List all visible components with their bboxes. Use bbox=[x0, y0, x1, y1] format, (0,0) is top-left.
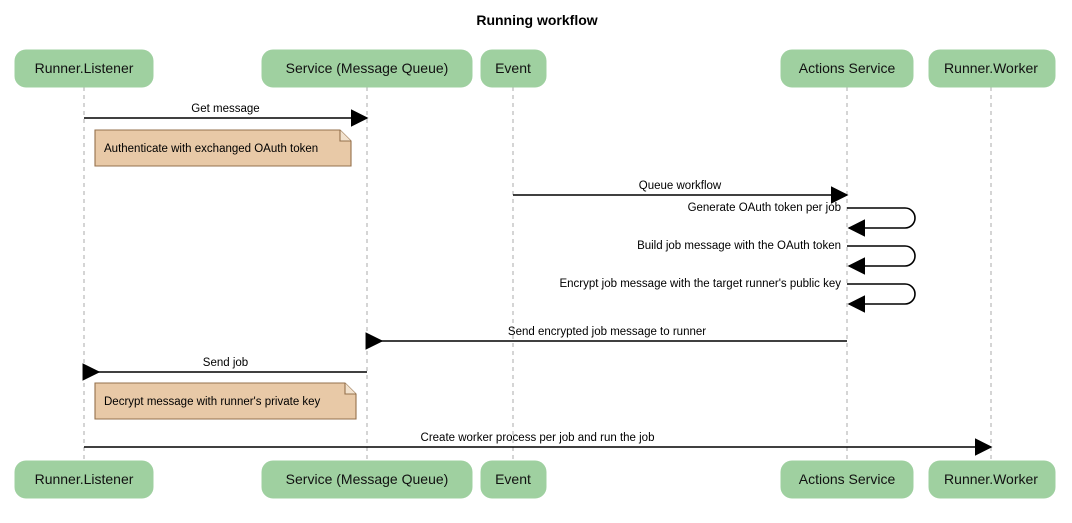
participant-label: Event bbox=[495, 471, 531, 487]
participant-label: Service (Message Queue) bbox=[286, 471, 449, 487]
participant-box[interactable] bbox=[14, 49, 154, 88]
message-send-job[interactable]: Send job bbox=[82, 357, 367, 381]
participant-label: Event bbox=[495, 60, 531, 76]
notes-group: Authenticate with exchanged OAuth tokenD… bbox=[94, 129, 357, 420]
message-label: Send encrypted job message to runner bbox=[508, 326, 706, 338]
participant-label: Actions Service bbox=[799, 60, 896, 76]
message-build-job-message[interactable]: Build job message with the OAuth token bbox=[637, 240, 916, 275]
participant-box[interactable] bbox=[261, 460, 473, 499]
participant-actions-service-bottom[interactable]: Actions Service bbox=[780, 460, 914, 499]
participant-label: Runner.Listener bbox=[35, 60, 134, 76]
participant-box[interactable] bbox=[928, 460, 1056, 499]
self-loop-path bbox=[847, 207, 916, 237]
participant-label: Actions Service bbox=[799, 471, 896, 487]
participant-label: Runner.Listener bbox=[35, 471, 134, 487]
note-label: Decrypt message with runner's private ke… bbox=[104, 396, 321, 408]
participant-box[interactable] bbox=[780, 49, 914, 88]
participant-box[interactable] bbox=[14, 460, 154, 499]
self-loop-path bbox=[847, 283, 916, 313]
message-label: Get message bbox=[191, 103, 259, 115]
participants-header-row: Runner.Listener Service (Message Queue) Ev… bbox=[14, 49, 1056, 88]
participant-label: Runner.Worker bbox=[944, 60, 1038, 76]
participant-runner-worker-bottom[interactable]: Runner.Worker bbox=[928, 460, 1056, 499]
note-body bbox=[94, 382, 357, 420]
participant-box[interactable] bbox=[261, 49, 473, 88]
participant-label: Runner.Worker bbox=[944, 471, 1038, 487]
note-body bbox=[94, 129, 352, 167]
participant-event-bottom[interactable]: Event bbox=[480, 460, 547, 499]
message-label: Queue workflow bbox=[639, 180, 722, 192]
note-label: Authenticate with exchanged OAuth token bbox=[104, 143, 318, 155]
participant-event-top[interactable]: Event bbox=[480, 49, 547, 88]
note-fold-corner bbox=[339, 130, 351, 142]
note-note-decrypt[interactable]: Decrypt message with runner's private ke… bbox=[94, 382, 357, 420]
note-fold-corner bbox=[344, 383, 356, 395]
participant-service-mq-top[interactable]: Service (Message Queue) bbox=[261, 49, 473, 88]
participant-box[interactable] bbox=[928, 49, 1056, 88]
participant-label: Service (Message Queue) bbox=[286, 60, 449, 76]
participant-runner-listener-top[interactable]: Runner.Listener bbox=[14, 49, 154, 88]
message-queue-workflow[interactable]: Queue workflow bbox=[513, 180, 849, 204]
participant-box[interactable] bbox=[480, 460, 547, 499]
message-send-encrypted-job[interactable]: Send encrypted job message to runner bbox=[365, 326, 847, 350]
page-title: Running workflow bbox=[476, 12, 597, 28]
message-label: Generate OAuth token per job bbox=[688, 202, 841, 214]
participant-box[interactable] bbox=[480, 49, 547, 88]
participant-service-mq-bottom[interactable]: Service (Message Queue) bbox=[261, 460, 473, 499]
participants-footer-row: Runner.Listener Service (Message Queue) Ev… bbox=[14, 460, 1056, 499]
participant-box[interactable] bbox=[780, 460, 914, 499]
message-create-worker-process[interactable]: Create worker process per job and run th… bbox=[84, 432, 993, 456]
message-label: Create worker process per job and run th… bbox=[421, 432, 655, 444]
message-label: Encrypt job message with the target runn… bbox=[559, 278, 841, 290]
message-get-message[interactable]: Get message bbox=[84, 103, 369, 127]
message-label: Build job message with the OAuth token bbox=[637, 240, 841, 252]
self-loop-path bbox=[847, 245, 916, 275]
message-encrypt-job-message[interactable]: Encrypt job message with the target runn… bbox=[559, 278, 916, 313]
lifelines-group bbox=[83, 87, 992, 461]
participant-runner-listener-bottom[interactable]: Runner.Listener bbox=[14, 460, 154, 499]
note-note-authenticate[interactable]: Authenticate with exchanged OAuth token bbox=[94, 129, 352, 167]
participant-runner-worker-top[interactable]: Runner.Worker bbox=[928, 49, 1056, 88]
participant-actions-service-top[interactable]: Actions Service bbox=[780, 49, 914, 88]
message-generate-oauth-token[interactable]: Generate OAuth token per job bbox=[688, 202, 916, 237]
message-label: Send job bbox=[203, 357, 248, 369]
